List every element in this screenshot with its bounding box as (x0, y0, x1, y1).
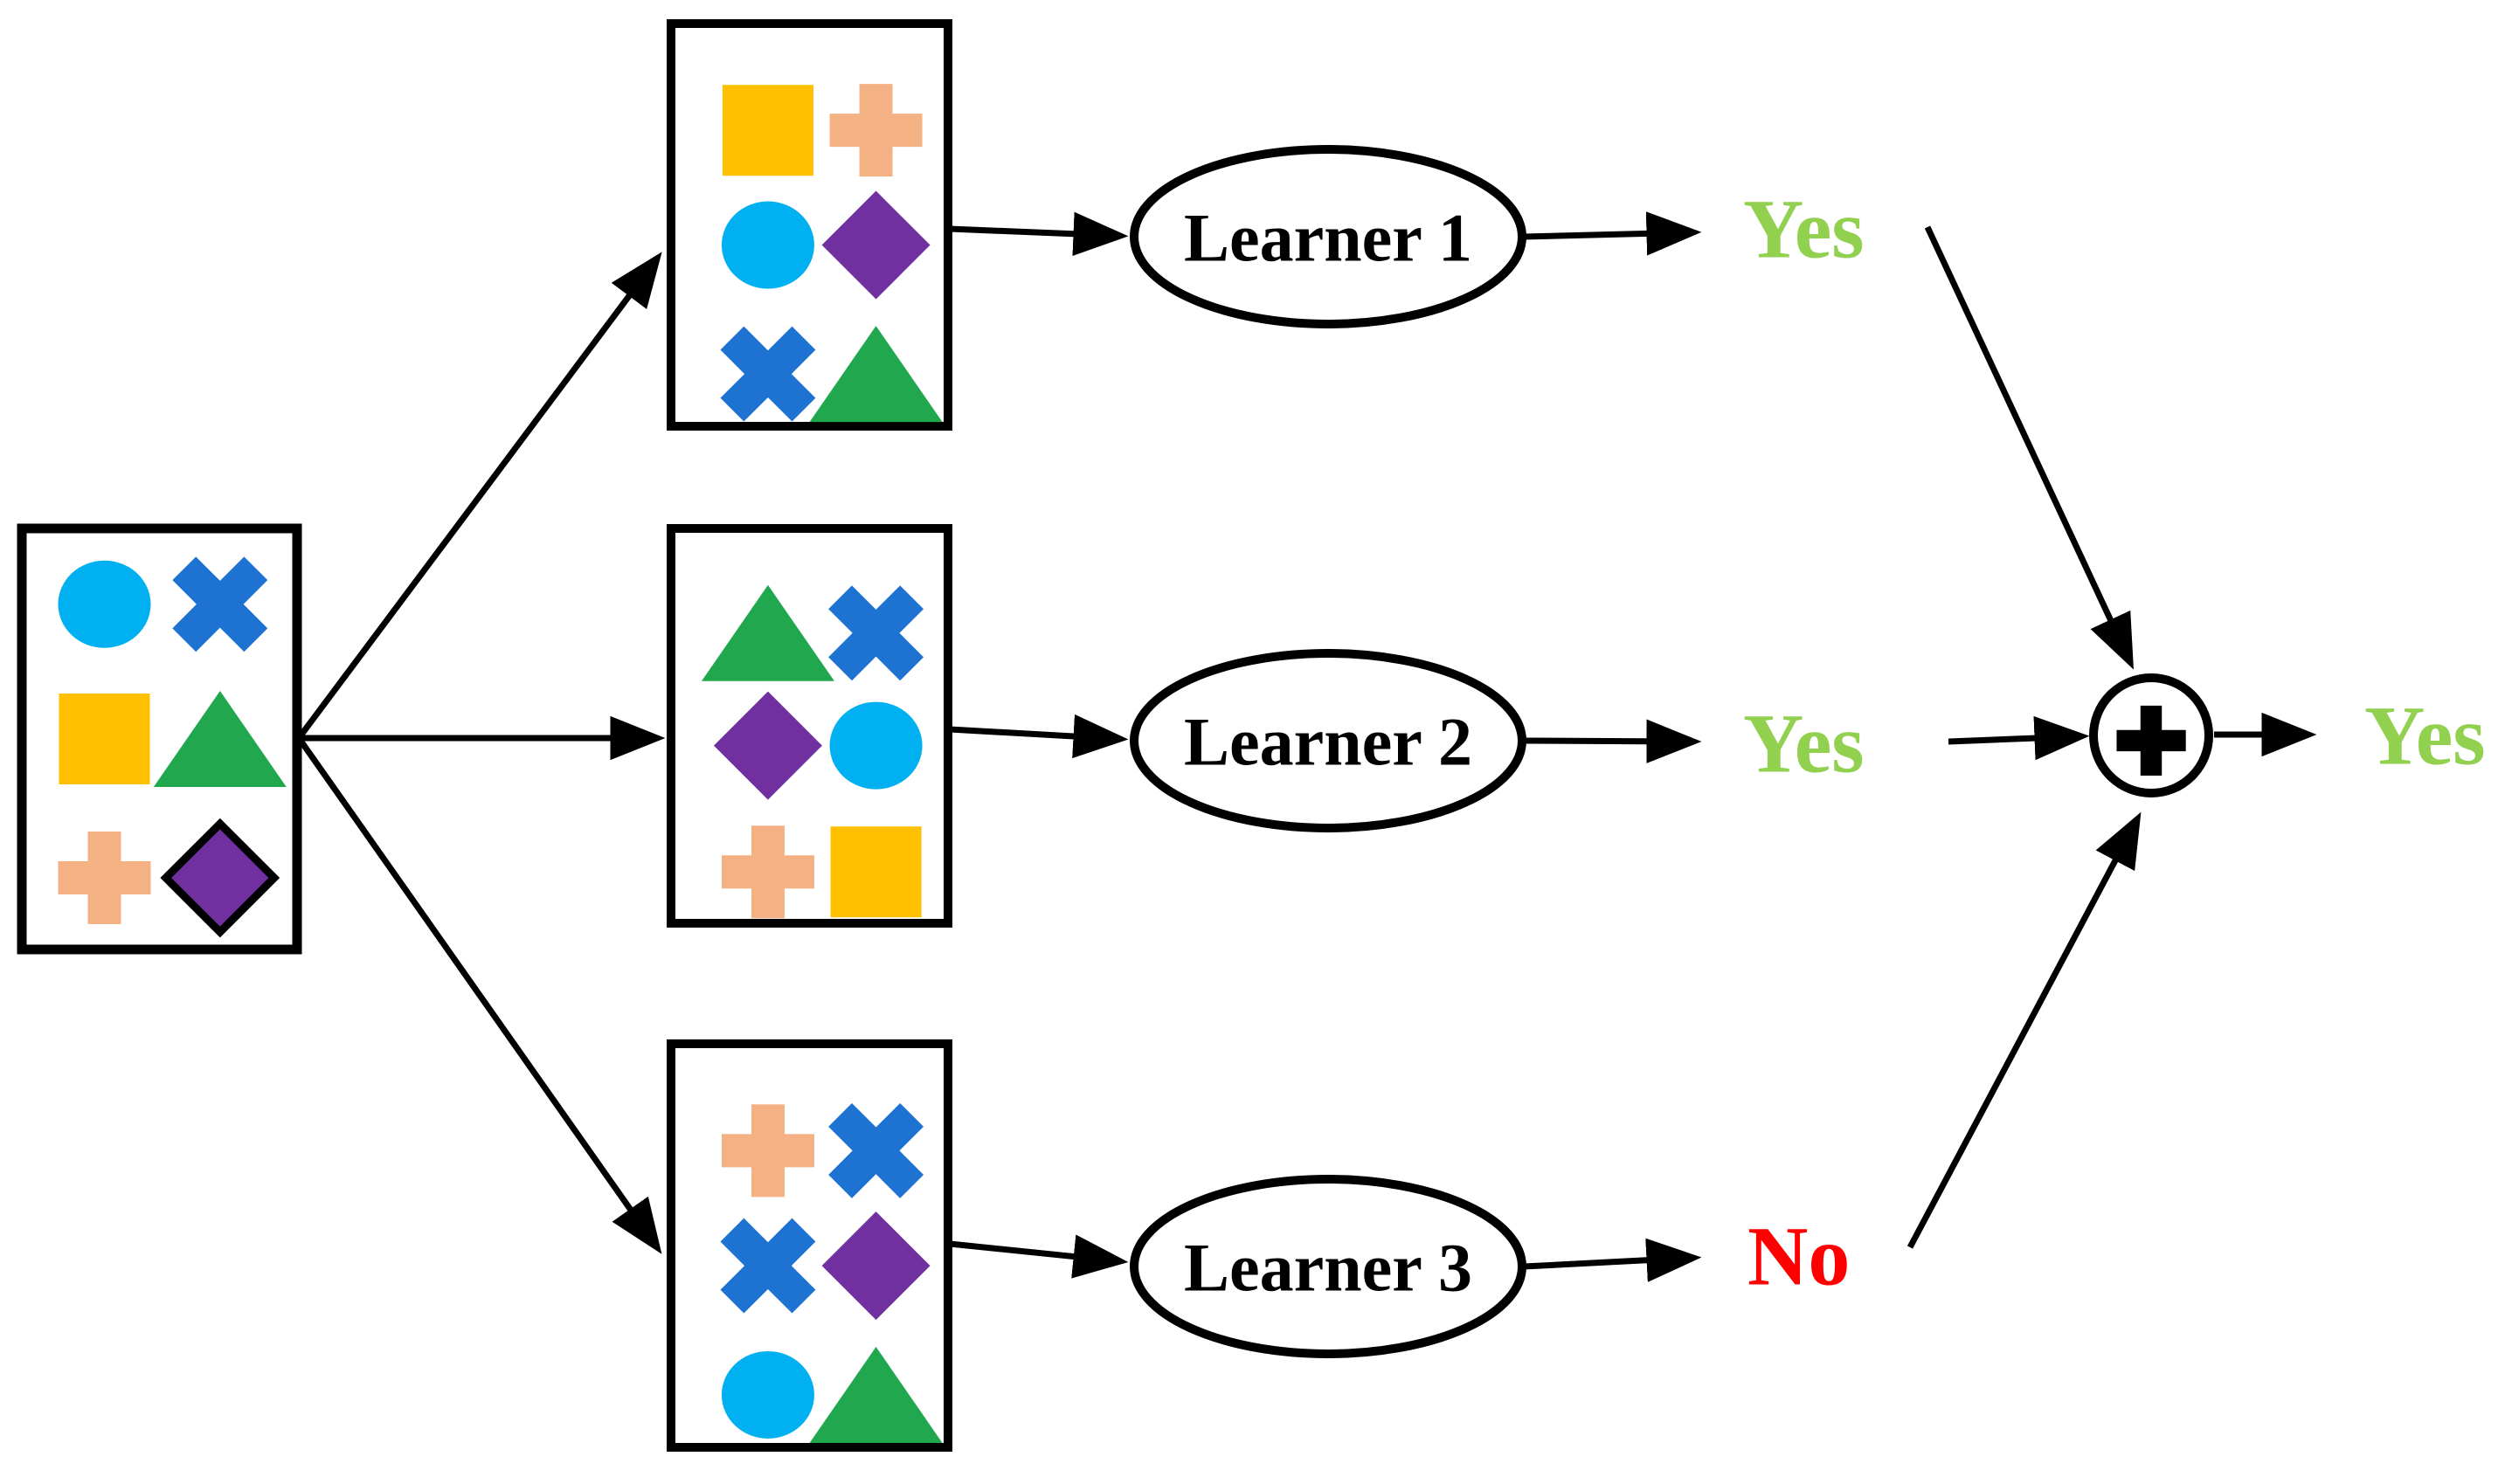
shape-plus-icon (721, 825, 814, 919)
sample-box-2-shapes (701, 584, 924, 919)
arrow-output-2-to-aggregator (1948, 715, 2090, 761)
shape-cross-icon (172, 556, 268, 652)
arrow-sample-1-to-learner-1 (949, 211, 1129, 256)
shape-square-icon (830, 826, 922, 918)
learner-1-output-label: Yes (1743, 183, 1865, 276)
shape-diamond-icon (713, 691, 822, 800)
learner-2-output-label: Yes (1743, 697, 1865, 790)
shape-plus-icon (721, 1104, 814, 1198)
shape-circle-icon (829, 701, 923, 790)
learner-2-node (1130, 649, 1526, 832)
learner-3-output-label: No (1747, 1210, 1850, 1303)
shape-triangle-icon (701, 584, 834, 681)
shape-plus-icon (58, 832, 151, 925)
shape-circle-icon (721, 1350, 814, 1439)
arrow-learner-2-to-output (1523, 719, 1702, 763)
shape-cross-icon (720, 326, 816, 422)
shape-circle-icon (58, 560, 151, 648)
shape-triangle-icon (809, 1346, 943, 1443)
learner-1-node (1130, 145, 1526, 328)
arrow-dataset-to-sample-3 (296, 735, 662, 1254)
arrow-output-3-to-aggregator (1906, 811, 2142, 1249)
shape-cross-icon (828, 585, 924, 681)
aggregator-plus-symbol: + (2115, 671, 2187, 808)
learner-3-node (1130, 1175, 1526, 1358)
sample-box-1-shapes (720, 84, 943, 423)
shape-triangle-icon (153, 691, 287, 787)
arrow-sample-2-to-learner-2 (949, 714, 1129, 759)
arrow-learner-1-to-output (1523, 211, 1702, 256)
arrow-sample-3-to-learner-3 (949, 1234, 1129, 1279)
arrow-dataset-to-sample-1 (296, 252, 662, 741)
shape-diamond-icon (160, 818, 280, 938)
shape-square-icon (59, 694, 150, 784)
shape-diamond-icon (821, 190, 931, 300)
aggregator-node (2089, 673, 2213, 797)
shape-square-icon (722, 85, 813, 176)
final-output-label: Yes (2364, 689, 2486, 783)
shape-triangle-icon (809, 326, 943, 423)
learner-2-label: Learner 2 (1184, 704, 1472, 780)
arrow-learner-3-to-output (1523, 1238, 1702, 1282)
shape-plus-icon (829, 84, 923, 177)
shape-cross-icon (720, 1218, 816, 1314)
shape-circle-icon (721, 201, 814, 289)
learner-1-label: Learner 1 (1184, 200, 1472, 276)
shape-diamond-icon (821, 1211, 931, 1321)
dataset-box-shapes (58, 556, 287, 938)
learner-3-label: Learner 3 (1184, 1230, 1472, 1306)
sample-box-3-shapes (720, 1102, 943, 1443)
arrow-output-1-to-aggregator (1924, 225, 2134, 670)
shape-cross-icon (828, 1102, 924, 1198)
